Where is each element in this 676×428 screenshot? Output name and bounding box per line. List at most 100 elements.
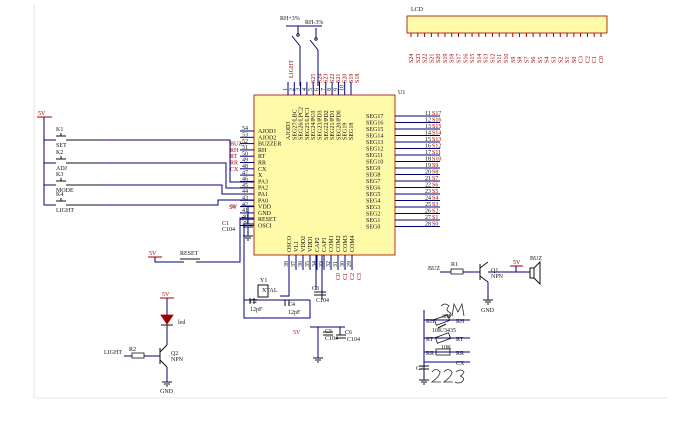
u1-left-pin-net: 5V (230, 205, 238, 211)
u1-bottom-pin-name: OSCO (287, 235, 293, 252)
switch-2-symbol (309, 28, 319, 86)
buz-5v-label: 5V (513, 260, 521, 266)
u1-right-pin-net: S5 (432, 189, 438, 195)
u1-left-pin-number: 53 (242, 133, 248, 139)
lcd-pin-label: C2 (585, 56, 591, 63)
c4-plates (284, 300, 290, 306)
oscillator: Y1 XTAL C2 12pF C4 12pF (243, 223, 311, 319)
u1-top-pin-name: SEG24/PC0 (311, 111, 317, 140)
u1-left-pin-number: 50 (242, 151, 248, 157)
u1-right-pin-net: S16 (432, 118, 441, 124)
vdd-wire (241, 205, 254, 224)
u1-left-pin-name: PA1 (258, 192, 268, 198)
u1-right-pin-name: SEG5 (366, 192, 380, 198)
lcd-pin-label: S19 (443, 54, 449, 63)
u1-right-pin-net: S9 (432, 163, 438, 169)
u1-right-pin-name: SEG0 (366, 225, 380, 231)
u1-right-pin-number: 15 (425, 137, 431, 143)
u1-right-pin-number: 12 (425, 118, 431, 124)
u1-bottom-pin-number: 30 (340, 261, 346, 267)
u1-bottom-pin-name: COM4 (350, 235, 356, 252)
cap-5v-label: 5V (293, 330, 301, 336)
u1-top-net: S20 (343, 74, 349, 83)
u1-top-pin-name: SEG18 (349, 123, 355, 140)
u1-top-net: S23 (324, 74, 330, 83)
button-net: SET (56, 143, 67, 149)
switch-2-pivot (314, 37, 318, 41)
c2-value: 12pF (250, 307, 263, 313)
u1-bottom-pin-name: VDD1 (308, 236, 314, 252)
u1-left-pin-name: AJOD1 (258, 129, 276, 135)
lcd-pin-label: C0 (599, 56, 605, 63)
reset-switch (180, 258, 200, 263)
c1-value: C104 (222, 227, 235, 233)
u1-right-pin-name: SEG17 (366, 114, 383, 120)
reset-wire-right (200, 217, 254, 263)
lcd-pin-label: S10 (504, 54, 510, 63)
u1-left-pin-name: PA2 (258, 186, 268, 192)
u1-right-pin-number: 19 (425, 163, 431, 169)
u1-right-pin-name: SEG3 (366, 205, 380, 211)
lcd-pin-label: C3 (579, 56, 585, 63)
c1-ref: C1 (222, 221, 229, 227)
q1-gnd-label: GND (481, 308, 495, 314)
u1-left-pin-number: 42 (242, 202, 248, 208)
c2-plates (249, 298, 255, 304)
u1-right-pin-number: 21 (425, 176, 431, 182)
lcd-pin-label: S0 (572, 57, 578, 63)
q2-transistor (159, 344, 168, 368)
handwritten-223 (430, 369, 465, 384)
cap-ground-symbol (313, 357, 323, 363)
u1-right-pin-number: 26 (425, 209, 431, 215)
lcd-pin-label: C1 (592, 56, 598, 63)
y1-crystal (257, 284, 269, 298)
button-ref: K1 (56, 127, 63, 133)
u1-right-pin-number: 24 (425, 196, 431, 202)
lcd-pin-label: S13 (484, 54, 490, 63)
u1-right-pin-name: SEG9 (366, 166, 380, 172)
q1-type: NPN (491, 274, 504, 280)
k1-wire (100, 139, 254, 183)
u1-top-pin-name: SEG21/PD1 (330, 110, 336, 140)
u1-top-pin-number: 5 (308, 88, 314, 91)
u1-left-pin-name: VDD (258, 205, 272, 211)
lcd-pin-label: S12 (490, 54, 496, 63)
u1-bottom-pin-number: 35 (305, 261, 311, 267)
u1-left-pin-number: 40 (242, 214, 248, 220)
u1-right-pin-net: S0 (432, 222, 438, 228)
u1-right-pin-net: S12 (432, 144, 441, 150)
q2-ground-symbol (162, 381, 172, 387)
buz-supply-wire (515, 266, 530, 273)
u1-bottom-pin-number: 32 (326, 261, 332, 267)
led-driver: 5V led LIGHT R2 Q2 NPN GND (104, 292, 185, 395)
rt-net: RT (456, 337, 464, 343)
u1-top-pin-number: 2 (289, 88, 295, 91)
u1-bottom-pin-name: VL1 (294, 241, 300, 252)
r1-resistor (450, 268, 464, 275)
button-net: ADJ (56, 166, 68, 172)
u1-bottom-pin-number: 37 (291, 261, 297, 267)
r2-ref: R2 (129, 347, 136, 353)
lcd-pin-label: S14 (477, 54, 483, 63)
q1-ref: Q1 (491, 268, 498, 274)
u1-left-pin-name: AJOD2 (258, 135, 276, 141)
sensor-network: RH 3M RH RT 10K/3435 RT RR 10K RR CX C7 (416, 310, 470, 385)
u1-left-pin-name: CX (258, 167, 267, 173)
u1-bottom-pin-number: 31 (333, 261, 339, 267)
osco-wire (280, 255, 290, 297)
c5-value: C104 (325, 336, 338, 342)
lcd-pin-label: S6 (531, 57, 537, 63)
u1-top-pin-name: SEG27/LBC (292, 109, 298, 140)
u1-bottom-pin-name: COM3 (343, 235, 349, 252)
u1-top-net: S25 (311, 74, 317, 83)
u1-left-pin-number: 45 (242, 183, 248, 189)
u1-bottom-pin-name: COM1 (329, 235, 335, 252)
buzzer-symbol (529, 260, 541, 286)
buz-net-label: BUZ (428, 266, 440, 272)
u1-left-pin-net: RH (230, 148, 239, 154)
q2-ref: Q2 (171, 351, 178, 357)
cap-group: C3 C104 5V C5 C104 C6 C104 (293, 255, 360, 363)
